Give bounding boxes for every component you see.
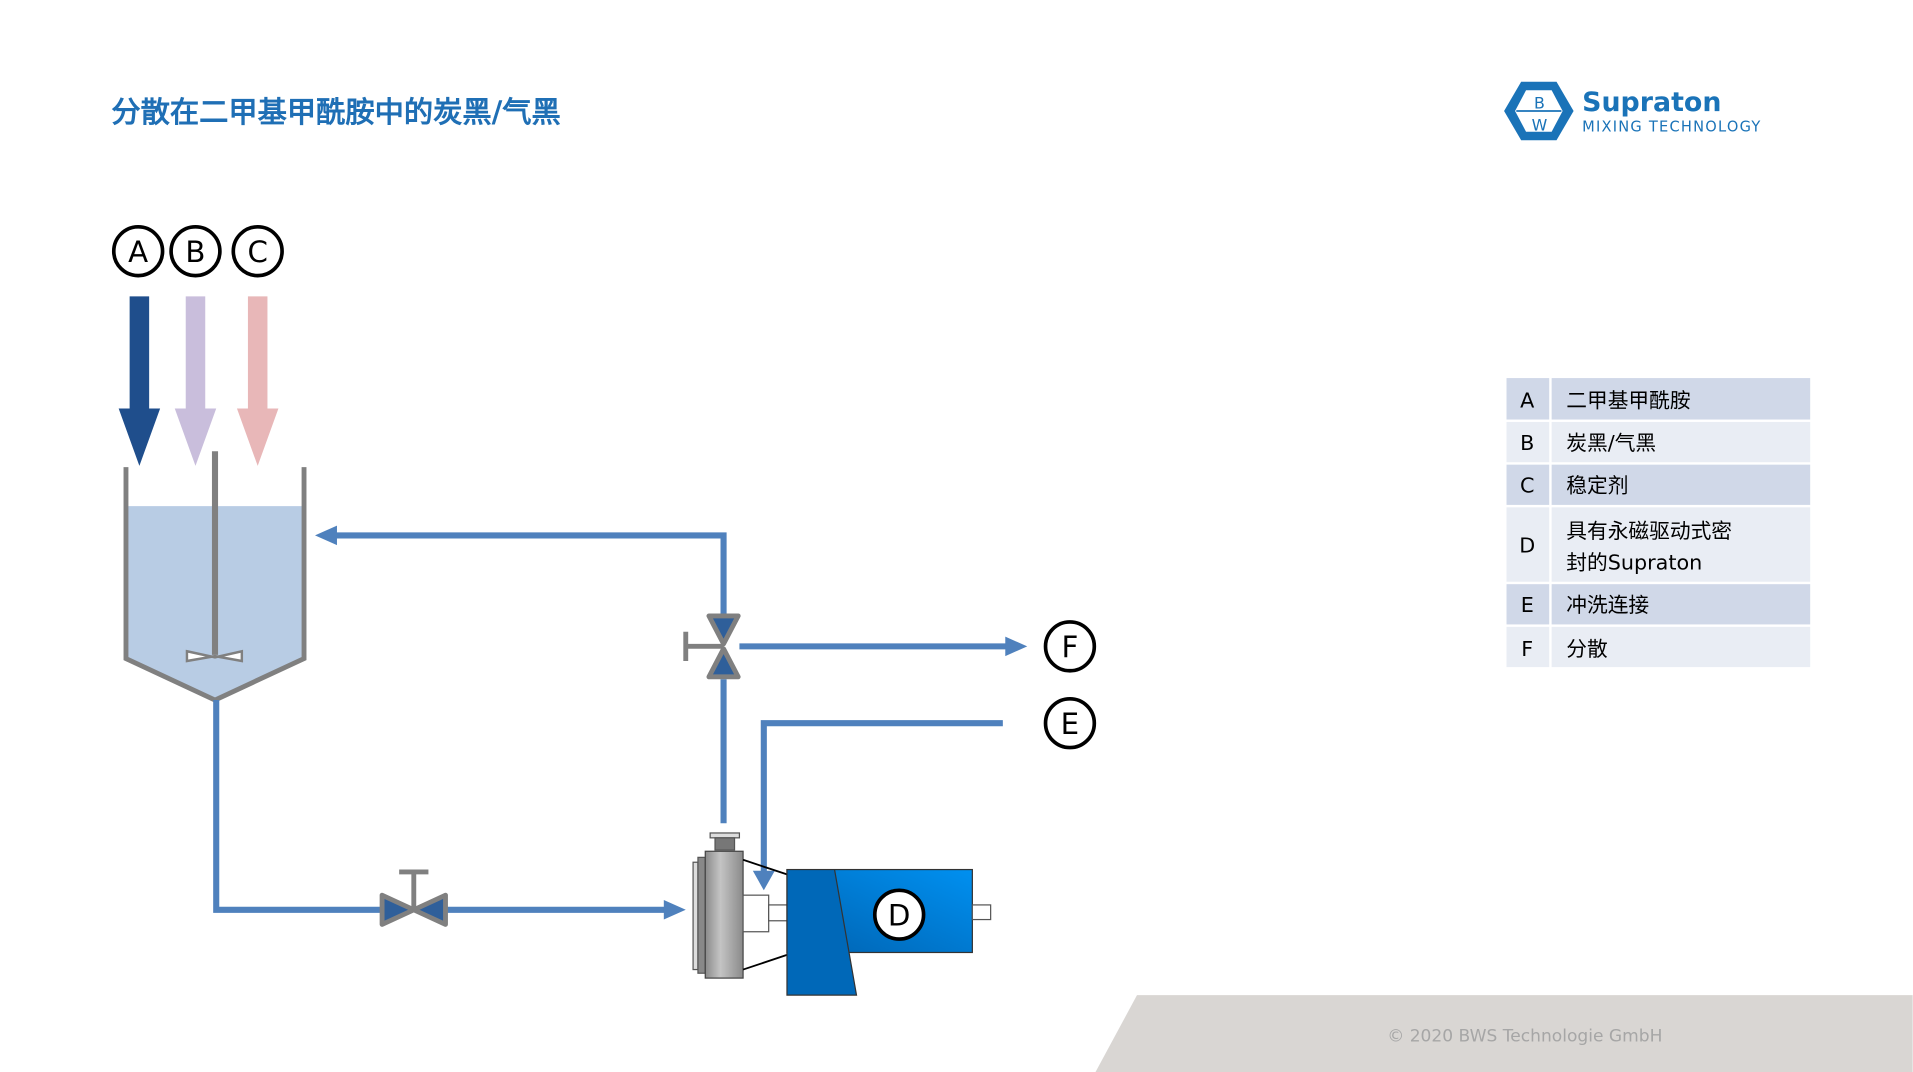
legend-table: A 二甲基甲酰胺 B 炭黑/气黑 C 稳定剂 D 具有永磁驱动式密 封的Supr… [1506, 378, 1811, 668]
svg-text:E: E [1521, 593, 1534, 617]
svg-text:W: W [1532, 115, 1548, 134]
svg-text:分散: 分散 [1566, 637, 1608, 661]
svg-text:C: C [1520, 474, 1534, 498]
mixing-tank [123, 451, 307, 703]
svg-text:二甲基甲酰胺: 二甲基甲酰胺 [1566, 388, 1690, 412]
svg-text:D: D [888, 899, 911, 933]
inlet-valve[interactable] [379, 869, 448, 927]
svg-text:D: D [1519, 533, 1535, 557]
flush-line [760, 720, 1003, 874]
legend-row-c: C 稳定剂 [1506, 464, 1811, 505]
flush-arrowhead [752, 870, 775, 891]
svg-text:A: A [128, 235, 148, 269]
return-line [332, 532, 727, 614]
suction-arrowhead [663, 900, 686, 920]
three-way-valve[interactable] [683, 613, 741, 680]
stream-b-arrow [174, 296, 217, 466]
logo-name: Supraton [1582, 87, 1721, 118]
svg-text:具有永磁驱动式密: 具有永磁驱动式密 [1566, 519, 1732, 543]
svg-text:B: B [185, 235, 205, 269]
svg-text:C: C [247, 235, 267, 269]
svg-text:E: E [1061, 707, 1079, 741]
svg-text:A: A [1520, 388, 1534, 412]
svg-text:冲洗连接: 冲洗连接 [1566, 593, 1649, 617]
svg-text:稳定剂: 稳定剂 [1566, 474, 1628, 498]
legend-row-b: B 炭黑/气黑 [1506, 421, 1811, 463]
input-arrows [118, 296, 279, 466]
svg-text:F: F [1521, 637, 1533, 661]
supraton-logo: B W Supraton MIXING TECHNOLOGY [1504, 81, 1761, 141]
legend-row-e: E 冲洗连接 [1506, 584, 1811, 625]
marker-d: D [872, 888, 926, 941]
pipes [213, 532, 1008, 913]
legend-row-a: A 二甲基甲酰胺 [1506, 378, 1811, 420]
marker-e: E [1043, 696, 1097, 750]
logo-tagline: MIXING TECHNOLOGY [1582, 119, 1761, 136]
page-title: 分散在二甲基甲酰胺中的炭黑/气黑 [111, 95, 560, 129]
legend-row-d: D 具有永磁驱动式密 封的Supraton [1506, 507, 1811, 582]
footer-band [1095, 995, 1913, 1072]
marker-c: C [231, 225, 284, 278]
svg-text:B: B [1520, 431, 1534, 455]
copyright: © 2020 BWS Technologie GmbH [1387, 1027, 1662, 1047]
svg-text:炭黑/气黑: 炭黑/气黑 [1566, 431, 1656, 455]
svg-text:封的Supraton: 封的Supraton [1566, 551, 1702, 575]
stream-a-arrow [118, 296, 161, 466]
supraton-pump [692, 832, 992, 996]
svg-text:F: F [1062, 630, 1079, 664]
svg-text:B: B [1534, 94, 1545, 113]
marker-f: F [1043, 620, 1097, 673]
marker-a: A [111, 225, 165, 278]
stream-c-arrow [236, 296, 279, 466]
return-arrowhead [315, 525, 337, 546]
outlet-arrowhead [1005, 636, 1028, 657]
marker-b: B [169, 225, 222, 278]
markers: A B C D F E [111, 225, 1097, 941]
agitator-impeller [185, 649, 244, 663]
tank-outlet-line [213, 700, 381, 913]
legend-row-f: F 分散 [1506, 626, 1811, 668]
